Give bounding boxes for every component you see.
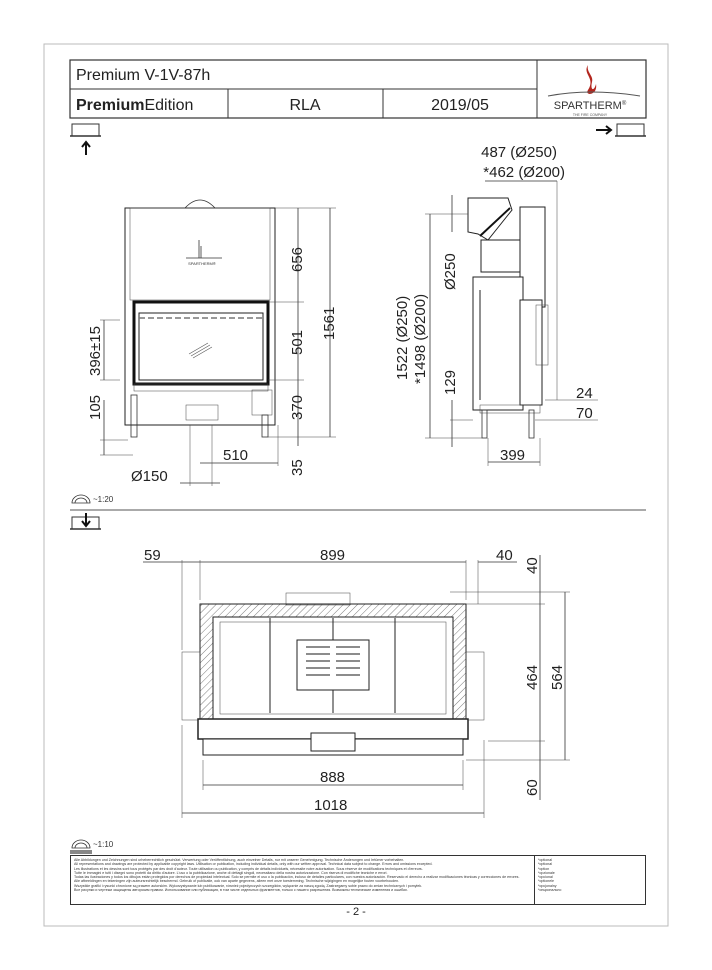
scale-label: ~1:10 — [93, 840, 114, 849]
variant-code: RLA — [289, 97, 320, 114]
dim-888: 888 — [320, 769, 345, 786]
edition-rest: Edition — [144, 97, 193, 114]
optional-label: *option — [538, 866, 550, 871]
dim-250: Ø250 — [442, 253, 459, 290]
dim-501: 501 — [289, 330, 306, 355]
optional-label: *opzionale — [538, 870, 555, 875]
edition-bold: Premium — [76, 97, 144, 114]
copyright-line: Les illustrations et les dessins sont to… — [74, 866, 423, 871]
side-view-drawing: 487 (Ø250) *462 (Ø200) Ø250 1522 (Ø250) … — [394, 144, 598, 466]
appliance-logo: SPARTHERM® — [188, 261, 216, 266]
scale-indicator-1-10: ~1:10 — [71, 839, 114, 849]
scale-indicator-1-20: ~1:20 — [71, 494, 114, 504]
edition-label: PremiumEdition — [76, 97, 193, 114]
dim-129: 129 — [442, 370, 459, 395]
optional-label: *optionele — [538, 879, 554, 884]
dim-59: 59 — [144, 547, 161, 564]
plan-view-drawing: 59 899 40 40 464 564 888 60 1018 — [143, 547, 570, 818]
copyright-line: Alle afbeeldingen en tekeningen zijn aut… — [74, 879, 400, 884]
copyright-text: Alle Abbildungen und Zeichnungen sind ur… — [71, 856, 535, 904]
optional-label: *опционально — [538, 888, 562, 893]
dim-1498: *1498 (Ø200) — [412, 294, 429, 384]
optional-legend: *optional *optional *option *opzionale *… — [535, 856, 645, 904]
dim-70: 70 — [576, 405, 593, 422]
dim-564: 564 — [549, 665, 566, 690]
dim-1522: 1522 (Ø250) — [394, 296, 411, 380]
copyright-line: Wszystkie grafiki i rysunki chronione są… — [74, 883, 423, 888]
copyright-footer: Alle Abbildungen und Zeichnungen sind ur… — [70, 855, 646, 905]
dim-1561: 1561 — [321, 307, 338, 340]
dim-656: 656 — [289, 247, 306, 272]
dim-462: *462 (Ø200) — [483, 164, 565, 181]
dim-35: 35 — [289, 459, 306, 476]
brand-tagline: THE FIRE COMPANY — [573, 113, 608, 117]
dim-1018: 1018 — [314, 797, 347, 814]
dim-396: 396±15 — [87, 326, 104, 376]
dim-150: Ø150 — [131, 468, 168, 485]
plan-view-indicator-icon — [70, 513, 101, 530]
copyright-line: Tutte le immagini e tutti i disegni sono… — [74, 870, 388, 875]
page-number: - 2 - — [346, 906, 366, 918]
flame-icon — [586, 65, 597, 94]
spartherm-logo: SPARTHERM® THE FIRE COMPANY — [547, 65, 641, 117]
optional-label: *opcjonalny — [538, 883, 557, 888]
dim-60: 60 — [524, 779, 541, 796]
front-view-indicator-icon — [70, 123, 101, 155]
sheet-border — [43, 43, 669, 927]
revision-date: 2019/05 — [431, 97, 489, 114]
copyright-line: Alle Abbildungen und Zeichnungen sind ur… — [74, 858, 405, 862]
dim-464: 464 — [524, 665, 541, 690]
copyright-line: Все рисунки и чертежи защищены авторским… — [74, 888, 408, 893]
scale-label: ~1:20 — [93, 495, 114, 504]
dim-899: 899 — [320, 547, 345, 564]
brand-name: SPARTHERM® — [554, 100, 627, 112]
front-view-drawing: SPARTHERM® 656 501 1561 370 35 396±15 — [87, 199, 338, 486]
dim-510: 510 — [223, 447, 248, 464]
optional-label: *optional — [538, 858, 552, 862]
side-view-indicator-icon — [596, 123, 646, 137]
dim-399: 399 — [500, 447, 525, 464]
copyright-line: Todas las ilustraciones y todos los dibu… — [74, 875, 520, 880]
model-name: Premium V-1V-87h — [76, 67, 210, 84]
dim-487: 487 (Ø250) — [481, 144, 557, 161]
title-block: Premium V-1V-87h PremiumEdition RLA 2019… — [69, 59, 647, 119]
dim-40-horizontal: 40 — [496, 547, 513, 564]
optional-label: *optional — [538, 862, 552, 867]
dim-40-vertical: 40 — [524, 557, 541, 574]
dim-24: 24 — [576, 385, 593, 402]
dim-105: 105 — [87, 395, 104, 420]
optional-label: *opcional — [538, 875, 553, 880]
dim-370: 370 — [289, 395, 306, 420]
footer-tag — [70, 850, 92, 854]
copyright-line: All representations and drawings are pro… — [74, 862, 433, 867]
